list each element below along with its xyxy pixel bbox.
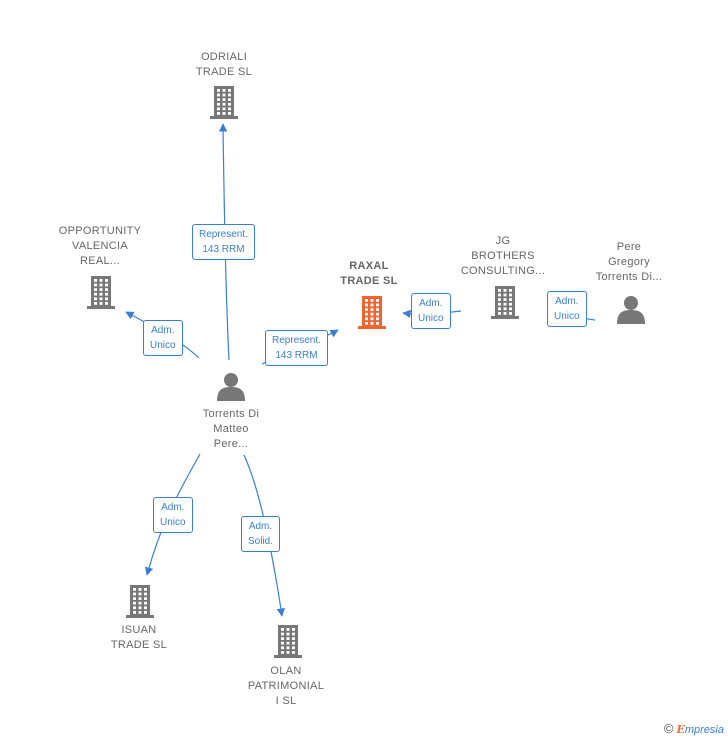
node-label-opportunity[interactable]: OPPORTUNITY VALENCIA REAL... [58,225,142,267]
node-label-odriali[interactable]: ODRIALI TRADE SL [195,51,253,78]
empresia-logo-text: mpresia [684,724,724,736]
building-icon-opportunity[interactable] [87,276,115,309]
edge-label-e7[interactable]: Adm. Solid. [241,516,281,552]
edge-label-e6[interactable]: Adm. Unico [153,497,193,533]
node-label-olan[interactable]: OLAN PATRIMONIAL I SL [247,665,325,707]
empresia-watermark: ©Empresia [664,721,724,736]
node-label-pere[interactable]: Pere Gregory Torrents Di... [595,241,663,283]
edge-label-e3[interactable]: Represent. 143 RRM [265,330,328,366]
building-icon-jg[interactable] [491,286,519,319]
person-icon-pere[interactable] [617,296,645,324]
building-icon-raxal[interactable] [358,296,386,329]
building-icon-isuan[interactable] [126,585,154,618]
edge-label-e2[interactable]: Adm. Unico [143,320,183,356]
building-icon-olan[interactable] [274,625,302,658]
node-label-raxal[interactable]: RAXAL TRADE SL [340,260,398,287]
node-label-isuan[interactable]: ISUAN TRADE SL [110,624,168,651]
node-label-jg[interactable]: JG BROTHERS CONSULTING... [460,235,546,277]
edge-label-e4[interactable]: Adm. Unico [411,293,451,329]
edge-label-e1[interactable]: Represent. 143 RRM [192,224,255,260]
person-icon-torrents[interactable] [217,373,245,401]
building-icon-odriali[interactable] [210,86,238,119]
empresia-logo-e: E [676,723,685,736]
copyright-icon: © [663,721,674,736]
edge-label-e5[interactable]: Adm. Unico [547,291,587,327]
node-label-torrents[interactable]: Torrents Di Matteo Pere... [202,408,260,450]
